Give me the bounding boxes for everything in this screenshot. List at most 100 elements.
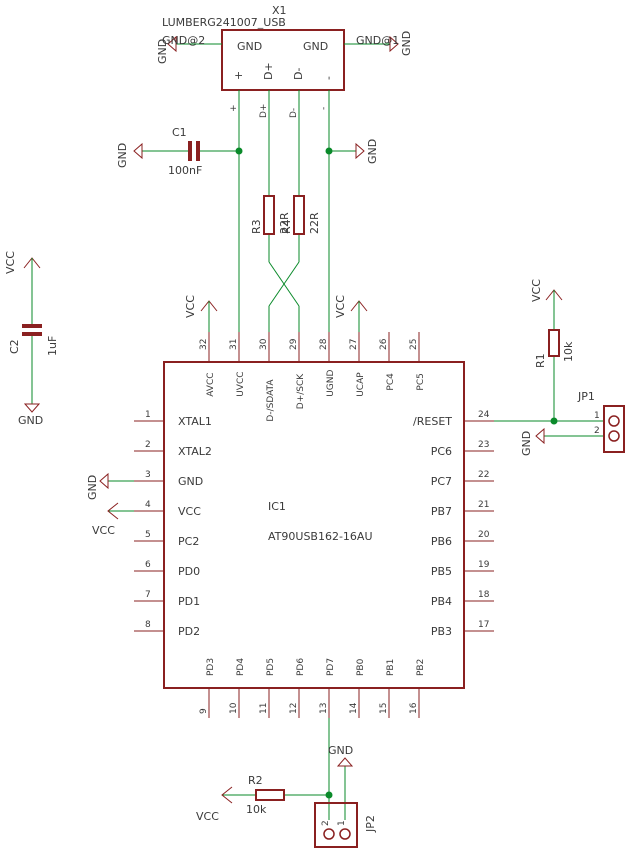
x1-gnd-left-symbol-label: GND	[156, 39, 169, 64]
ic1-pin-number-32: 32	[199, 339, 209, 350]
c2-gnd-label: GND	[18, 414, 43, 427]
ic1-pin-number-27: 27	[349, 339, 359, 350]
ic1-pin-number-11: 11	[259, 703, 269, 714]
ic1-pin-number-4: 4	[145, 500, 151, 510]
r4-value: 22R	[308, 212, 321, 234]
ic1-pin-name-24: /RESET	[413, 415, 452, 428]
x1-wire-label-dminus: D-	[289, 108, 299, 118]
r3-ref: R3	[250, 219, 263, 234]
ic1-pin-name-5: PC2	[178, 535, 199, 548]
ic1-pin-number-21: 21	[478, 500, 489, 510]
x1-gnd-right-symbol-label: GND	[400, 31, 413, 56]
ic1-pin-name-1: XTAL1	[178, 415, 212, 428]
jp1-pin1-label: 1	[594, 411, 600, 421]
ic1-pin-name-26: PC4	[386, 373, 396, 391]
ic1-pin-number-22: 22	[478, 470, 489, 480]
ic1-pin-name-7: PD1	[178, 595, 200, 608]
ic1-pin-name-14: PB0	[356, 658, 366, 676]
r3-value: 22R	[278, 212, 291, 234]
ic1-pin-name-21: PB7	[431, 505, 452, 518]
x1-wire-label-dplus: D+	[259, 104, 269, 118]
ic1-pin-name-25: PC5	[416, 373, 426, 390]
gnd-symbol-pin3: GND	[86, 472, 134, 500]
reset-net: GND	[494, 356, 604, 456]
ic1-pin-number-17: 17	[478, 620, 489, 630]
ic1-pin-number-28: 28	[319, 338, 329, 350]
jp1-pin2-label: 2	[594, 426, 600, 436]
ic1-pin-name-29: D+/SCK	[296, 373, 306, 410]
x1-ref: X1	[272, 4, 287, 17]
gnd-symbol-x1-left: GND GND@2	[156, 34, 222, 64]
ic1-pin-name-2: XTAL2	[178, 445, 212, 458]
x1-pin-minus: -	[322, 76, 335, 80]
x1-wire-label-plus: +	[229, 104, 239, 112]
ic1-pin-name-23: PC6	[431, 445, 452, 458]
c2-vcc-label: VCC	[4, 251, 17, 274]
x1-pin-dplus: D+	[262, 62, 275, 80]
ic1-pin-name-16: PB2	[416, 659, 426, 676]
ic1-pin-number-13: 13	[319, 703, 329, 714]
ic1-pin-name-13: PD7	[326, 658, 336, 676]
ic1-pin-name-18: PB4	[431, 595, 452, 608]
capacitor-c2: VCC GND C2 1uF	[4, 251, 59, 427]
r2-value: 10k	[246, 803, 267, 816]
ic1-pin-number-14: 14	[349, 702, 359, 714]
ic1-pin-name-20: PB6	[431, 535, 452, 548]
x1-wire-label-minus: -	[319, 107, 329, 110]
resistor-r3: R3 22R	[250, 195, 291, 235]
x1-gnd-at1-label: GND@1	[356, 34, 399, 47]
r2-ref: R2	[248, 774, 263, 787]
ic1-pin-name-11: PD5	[266, 658, 276, 676]
jp2-gnd-label: GND	[328, 744, 353, 757]
ic1-pin-name-6: PD0	[178, 565, 200, 578]
c1-value: 100nF	[168, 164, 202, 177]
ic1-pin-number-25: 25	[409, 339, 419, 350]
ugnd-gnd-label: GND	[366, 139, 379, 164]
ic1-pin-name-22: PC7	[431, 475, 452, 488]
capacitor-c1: GND C1 100nF	[116, 126, 239, 177]
jp1-ref: JP1	[577, 390, 595, 403]
pin4-vcc-label: VCC	[92, 524, 115, 537]
ic1-pin-name-28: UGND	[326, 370, 336, 397]
x1-pin-dminus: D-	[292, 68, 305, 80]
pd7-net: VCC GND	[196, 718, 353, 823]
gnd-symbol-ugnd: GND	[329, 139, 379, 164]
jumper-jp1: JP1 1 2	[577, 390, 625, 453]
resistor-r1: VCC R1 10k	[530, 279, 575, 368]
ic1-pin-name-32: AVCC	[206, 372, 216, 396]
ic1-pin-number-3: 3	[145, 470, 151, 480]
r1-vcc-label: VCC	[530, 279, 543, 302]
ic1-pin-number-7: 7	[145, 590, 151, 600]
ic1-pin-number-29: 29	[289, 338, 299, 350]
ic1-pin-number-18: 18	[478, 590, 490, 600]
r4-ref: R4	[280, 219, 293, 234]
ic1-pin-name-9: PD3	[206, 658, 216, 676]
usb-connector-x1: X1 LUMBERG241007_USB GND GND + D+ D- - +…	[162, 4, 345, 118]
ic1-chip: IC1 AT90USB162-16AU	[163, 361, 465, 689]
ic1-pin-number-24: 24	[478, 410, 490, 420]
vcc-symbol-ucap: VCC	[334, 295, 368, 362]
ic1-pin-number-12: 12	[289, 703, 299, 714]
ic1-pin-name-31: UVCC	[236, 371, 246, 396]
ic1-pin-name-4: VCC	[178, 505, 201, 518]
junction-dot-reset	[550, 417, 558, 425]
r1-value: 10k	[562, 341, 575, 362]
jp2-pin1-label: 1	[337, 820, 347, 826]
ic1-pin-number-9: 9	[199, 708, 209, 714]
ic1-value: AT90USB162-16AU	[268, 530, 373, 543]
x1-gnd2-label: GND	[303, 40, 328, 53]
r1-ref: R1	[534, 353, 547, 368]
ic1-top-pins: 32AVCC31UVCC30D-/SDATA29D+/SCK28UGND27UC…	[199, 332, 426, 422]
ic1-pin-number-31: 31	[229, 339, 239, 350]
x1-gnd1-label: GND	[237, 40, 262, 53]
ic1-ref: IC1	[268, 500, 286, 513]
resistor-r2: R2 10k	[246, 774, 285, 816]
ic1-pin-number-16: 16	[409, 702, 419, 714]
ic1-pin-name-8: PD2	[178, 625, 200, 638]
ic1-pin-number-23: 23	[478, 440, 489, 450]
resistor-r4: R4 22R	[280, 195, 321, 235]
c2-ref: C2	[8, 339, 21, 354]
